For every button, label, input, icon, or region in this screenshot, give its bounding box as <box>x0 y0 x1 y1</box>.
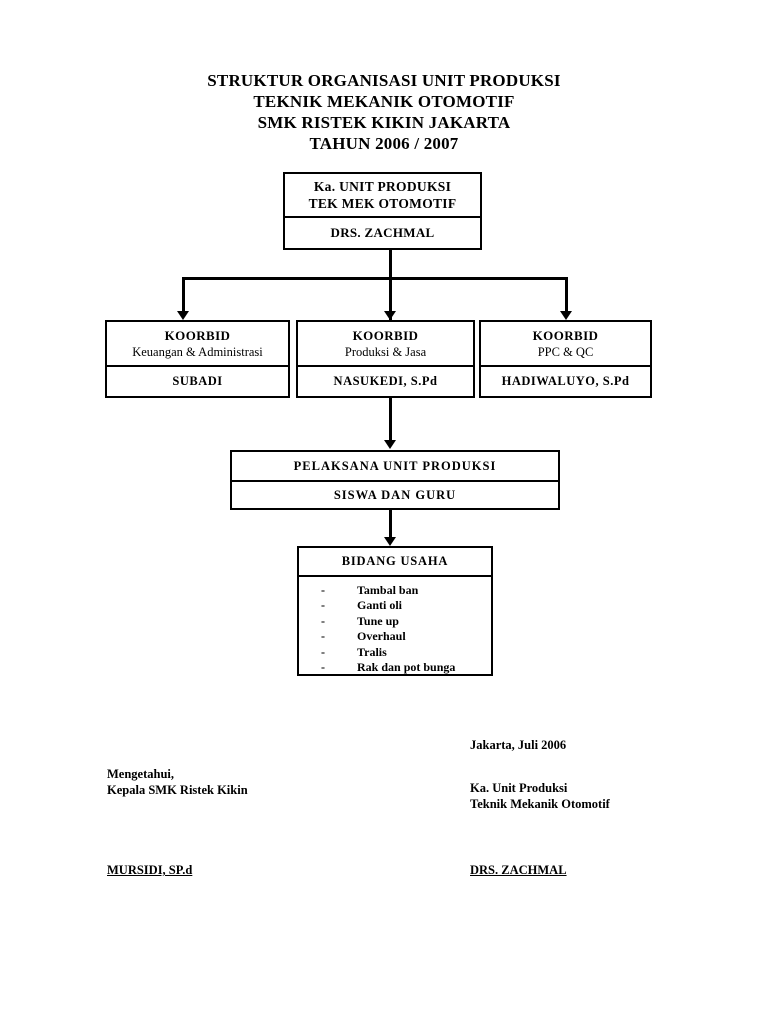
title-line-4: TAHUN 2006 / 2007 <box>309 134 459 153</box>
head-unit-title: Ka. UNIT PRODUKSI TEK MEK OTOMOTIF <box>285 174 480 216</box>
org-node-koorbid-produksi: KOORBID Produksi & Jasa NASUKEDI, S.Pd <box>296 320 475 398</box>
org-node-pelaksana: PELAKSANA UNIT PRODUKSI SISWA DAN GURU <box>230 450 560 510</box>
bidang-usaha-list: - Tambal ban - Ganti oli - Tune up - Ove… <box>299 575 491 675</box>
koorbid-keuangan-title: KOORBID Keuangan & Administrasi <box>132 328 263 359</box>
connector-to-koorbid-1 <box>182 277 185 314</box>
koorbid-produksi-title: KOORBID Produksi & Jasa <box>344 328 427 359</box>
list-item: - Tambal ban <box>321 583 419 597</box>
signature-right-name: DRS. ZACHMAL <box>470 863 567 877</box>
pelaksana-name: SISWA DAN GURU <box>232 480 558 509</box>
org-node-bidang-usaha: BIDANG USAHA - Tambal ban - Ganti oli - … <box>297 546 493 676</box>
org-node-head-unit: Ka. UNIT PRODUKSI TEK MEK OTOMOTIF DRS. … <box>283 172 482 250</box>
list-dash: - <box>321 598 325 613</box>
koorbid-produksi-name: NASUKEDI, S.Pd <box>298 365 473 395</box>
arrowhead-bidang-usaha <box>384 537 396 546</box>
title-line-1: STRUKTUR ORGANISASI UNIT PRODUKSI <box>207 71 561 90</box>
signature-date: Jakarta, Juli 2006 <box>470 738 567 752</box>
connector-to-koorbid-3 <box>565 277 568 314</box>
connector-to-bidang-usaha <box>389 510 392 540</box>
title-line-2: TEKNIK MEKANIK OTOMOTIF <box>253 92 515 111</box>
signature-right-heading: Ka. Unit Produksi Teknik Mekanik Otomoti… <box>470 781 610 811</box>
signature-left-name: MURSIDI, SP.d <box>107 863 193 877</box>
list-item: - Tune up <box>321 613 399 628</box>
connector-head-stem <box>389 250 392 344</box>
arrowhead-koorbid-1 <box>177 311 189 320</box>
list-dash: - <box>321 583 325 597</box>
list-dash: - <box>321 660 325 675</box>
org-node-koorbid-keuangan: KOORBID Keuangan & Administrasi SUBADI <box>105 320 290 398</box>
head-unit-title-line1: Ka. UNIT PRODUKSI <box>313 179 452 194</box>
koorbid-keuangan-name: SUBADI <box>107 365 288 395</box>
page-title: STRUKTUR ORGANISASI UNIT PRODUKSI TEKNIK… <box>0 70 768 154</box>
arrowhead-pelaksana <box>384 440 396 449</box>
koorbid-ppc-name: HADIWALUYO, S.Pd <box>481 365 650 395</box>
signature-left-heading: Mengetahui, Kepala SMK Ristek Kikin <box>107 767 248 797</box>
title-line-3: SMK RISTEK KIKIN JAKARTA <box>257 113 511 132</box>
list-dash: - <box>321 629 325 644</box>
arrowhead-koorbid-3 <box>560 311 572 320</box>
arrowhead-koorbid-2 <box>384 311 396 320</box>
koorbid-ppc-title: KOORBID PPC & QC <box>532 328 599 359</box>
pelaksana-title: PELAKSANA UNIT PRODUKSI <box>293 458 497 473</box>
list-item: - Rak dan pot bunga <box>321 660 456 675</box>
list-dash: - <box>321 644 325 659</box>
head-unit-title-line2: TEK MEK OTOMOTIF <box>308 196 457 211</box>
connector-head-bus <box>183 277 568 280</box>
connector-to-pelaksana <box>389 398 392 442</box>
list-dash: - <box>321 613 325 628</box>
list-item: - Overhaul <box>321 629 406 644</box>
bidang-usaha-title: BIDANG USAHA <box>341 554 449 568</box>
org-node-koorbid-ppc: KOORBID PPC & QC HADIWALUYO, S.Pd <box>479 320 652 398</box>
list-item: - Tralis <box>321 644 387 659</box>
list-item: - Ganti oli <box>321 598 403 613</box>
head-unit-name: DRS. ZACHMAL <box>285 216 480 247</box>
